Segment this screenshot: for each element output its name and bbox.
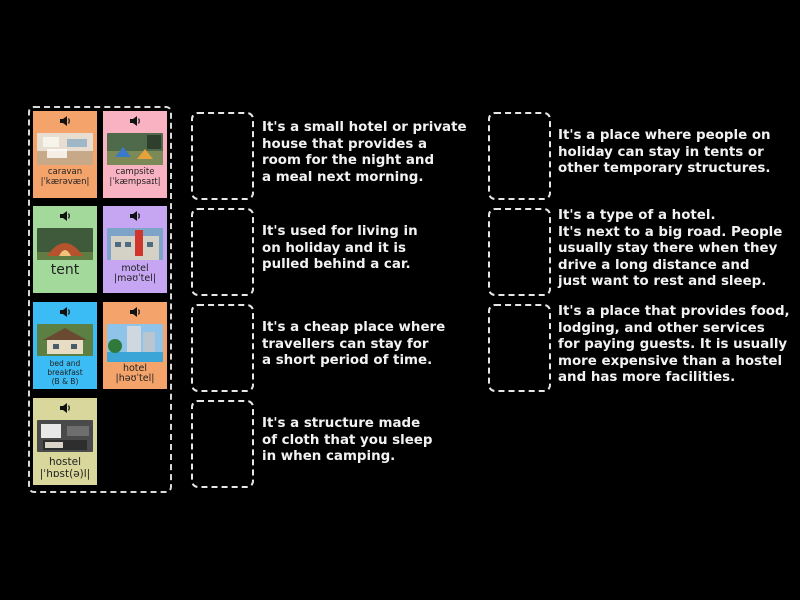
description-text: It's a place that provides food, lodging…: [558, 304, 790, 385]
bed-and-breakfast-image: [37, 324, 93, 356]
card-motel[interactable]: motel |məʊˈtel|: [103, 206, 167, 293]
card-tent[interactable]: tent: [33, 206, 97, 293]
description-text: It's a type of a hotel. It's next to a b…: [558, 208, 783, 289]
speaker-icon[interactable]: [58, 401, 72, 415]
card-label: hostel |ˈhɒst(ə)l|: [39, 456, 91, 480]
description-text: It's a structure made of cloth that you …: [262, 416, 433, 464]
card-bed-and-breakfast[interactable]: bed and breakfast (B & B): [33, 302, 97, 389]
card-label: hotel |həʊˈtel|: [115, 363, 155, 384]
card-caravan[interactable]: caravan |ˈkærəvæn|: [33, 111, 97, 198]
card-label: motel |məʊˈtel|: [113, 263, 157, 284]
description-text: It's used for living in on holiday and i…: [262, 224, 418, 272]
card-label: tent: [50, 262, 80, 278]
card-label: bed and breakfast (B & B): [47, 359, 83, 386]
card-hotel[interactable]: hotel |həʊˈtel|: [103, 302, 167, 389]
speaker-icon[interactable]: [58, 305, 72, 319]
description-text: It's a small hotel or private house that…: [262, 120, 467, 185]
drop-slot-5[interactable]: [488, 112, 551, 200]
card-campsite[interactable]: campsite |ˈkæmpsaɪt|: [103, 111, 167, 198]
drop-slot-3[interactable]: [191, 304, 254, 392]
card-label: campsite |ˈkæmpsaɪt|: [109, 167, 161, 187]
drop-slot-7[interactable]: [488, 304, 551, 392]
drop-slot-4[interactable]: [191, 400, 254, 488]
speaker-icon[interactable]: [128, 209, 142, 223]
card-hostel[interactable]: hostel |ˈhɒst(ə)l|: [33, 398, 97, 485]
drop-slot-6[interactable]: [488, 208, 551, 296]
hostel-image: [37, 420, 93, 452]
caravan-image: [37, 133, 93, 165]
hotel-image: [107, 324, 163, 362]
drop-slot-1[interactable]: [191, 112, 254, 200]
card-label: caravan |ˈkærəvæn|: [40, 167, 90, 187]
tent-image: [37, 228, 93, 260]
speaker-icon[interactable]: [58, 114, 72, 128]
description-text: It's a cheap place where travellers can …: [262, 320, 446, 368]
motel-image: [107, 228, 163, 260]
campsite-image: [107, 133, 163, 165]
speaker-icon[interactable]: [58, 209, 72, 223]
drop-slot-2[interactable]: [191, 208, 254, 296]
card-tray: [28, 106, 172, 493]
description-text: It's a place where people on holiday can…: [558, 128, 771, 176]
speaker-icon[interactable]: [128, 114, 142, 128]
speaker-icon[interactable]: [128, 305, 142, 319]
